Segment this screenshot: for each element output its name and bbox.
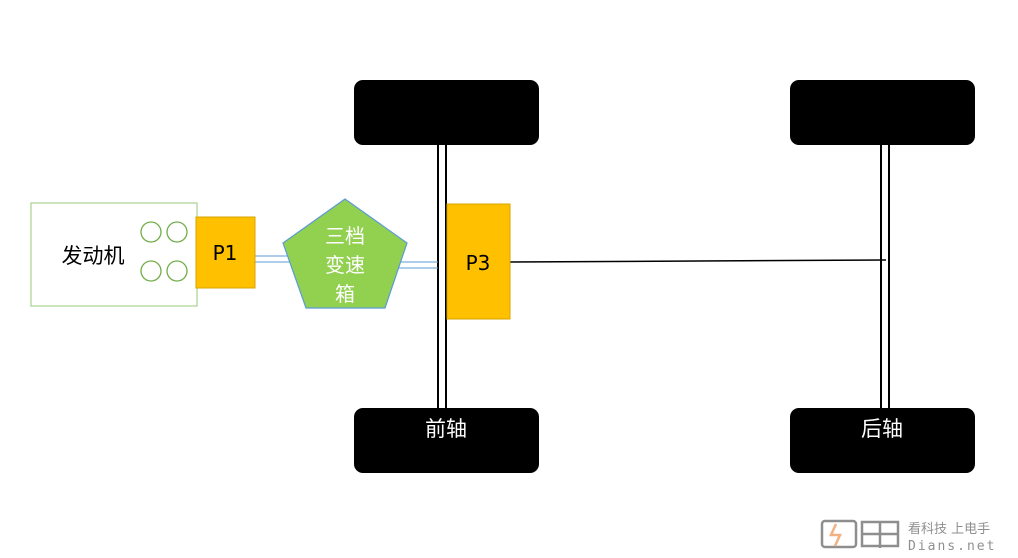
watermark-site: Dians.net (908, 539, 996, 554)
engine-block (30, 202, 198, 307)
gearbox-pentagon (282, 198, 408, 309)
gearbox-label-line1: 三档 (325, 224, 365, 248)
rear-axle (880, 145, 890, 410)
gearbox-label-line2: 变速 (325, 253, 365, 277)
cylinder-4 (166, 260, 188, 282)
front-right-wheel (354, 408, 539, 473)
cylinder-2 (166, 221, 188, 243)
front-axle (437, 145, 447, 410)
p3-motor (446, 203, 511, 320)
engine-label: 发动机 (62, 244, 125, 268)
watermark-logo-mark (820, 519, 900, 549)
watermark-slogan: 看科技 上电手 (908, 521, 990, 537)
gearbox-label-line3: 箱 (335, 282, 355, 306)
rear-right-wheel (790, 408, 975, 473)
front-left-wheel (354, 80, 539, 145)
rear-left-wheel (790, 80, 975, 145)
p1-label: P1 (213, 241, 238, 265)
p1-motor (195, 216, 256, 289)
cylinder-1 (140, 221, 162, 243)
rear-axle-label: 后轴 (861, 417, 903, 441)
cylinder-3 (140, 260, 162, 282)
watermark: 看科技 上电手 Dians.net (820, 519, 996, 554)
engine-cylinders (140, 221, 188, 282)
front-axle-label: 前轴 (425, 417, 467, 441)
p3-label: P3 (466, 251, 491, 275)
propeller-shaft (509, 259, 887, 263)
